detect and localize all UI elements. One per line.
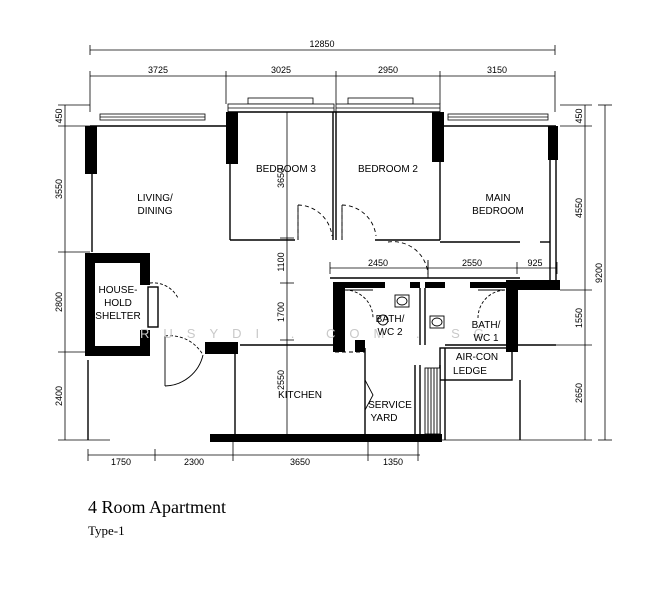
toilet-icon bbox=[429, 315, 445, 329]
room-label-bath2-1: BATH/ bbox=[376, 314, 405, 325]
dim-top-total: 12850 bbox=[309, 39, 334, 49]
walls-thin bbox=[87, 111, 557, 440]
room-label-shelter-1: HOUSE- bbox=[99, 285, 138, 296]
room-label-main-2: BEDROOM bbox=[472, 206, 524, 217]
room-label-aircon-2: LEDGE bbox=[453, 366, 487, 377]
dim-top-3: 2950 bbox=[378, 65, 398, 75]
dim-corridor-c: 925 bbox=[527, 258, 542, 268]
room-label-shelter-2: HOLD bbox=[104, 298, 132, 309]
room-label-bath1-1: BATH/ bbox=[472, 320, 501, 331]
windows bbox=[99, 97, 549, 121]
door-swings bbox=[149, 204, 506, 411]
room-label-bath2-2: WC 2 bbox=[378, 327, 403, 338]
dimension-labels: 12850 3725 3025 2950 3150 1750 2300 3650… bbox=[54, 39, 604, 467]
room-labels: BEDROOM 3 BEDROOM 2 LIVING/ DINING MAIN … bbox=[95, 164, 524, 424]
room-label-living-1: LIVING/ bbox=[137, 193, 173, 204]
dim-corridor-vertical: 1100 bbox=[276, 252, 286, 271]
room-label-shelter-3: SHELTER bbox=[95, 311, 140, 322]
plan-subtitle: Type-1 bbox=[88, 523, 125, 538]
room-label-yard-2: YARD bbox=[370, 413, 397, 424]
dim-right-4: 2650 bbox=[574, 383, 584, 403]
dim-top-1: 3725 bbox=[148, 65, 168, 75]
shower-icon bbox=[377, 314, 389, 326]
dim-mid-vertical: 1700 bbox=[276, 302, 286, 322]
room-label-kitchen: KITCHEN bbox=[278, 390, 322, 401]
dim-bottom-1: 1750 bbox=[111, 457, 131, 467]
room-label-bath1-2: WC 1 bbox=[474, 333, 499, 344]
fixtures bbox=[377, 294, 445, 435]
dim-bottom-2: 2300 bbox=[184, 457, 204, 467]
dim-top-2: 3025 bbox=[271, 65, 291, 75]
dim-left-4: 2400 bbox=[54, 386, 64, 406]
room-label-living-2: DINING bbox=[138, 206, 173, 217]
dim-bed3-vertical: 3650 bbox=[276, 168, 286, 188]
room-label-aircon-1: AIR-CON bbox=[456, 352, 498, 363]
dim-right-2: 4550 bbox=[574, 198, 584, 218]
dim-left-3: 2800 bbox=[54, 292, 64, 312]
plan-title: 4 Room Apartment bbox=[88, 497, 226, 517]
room-label-bedroom-2: BEDROOM 2 bbox=[358, 164, 418, 175]
dim-top-4: 3150 bbox=[487, 65, 507, 75]
dim-bottom-3: 3650 bbox=[290, 457, 310, 467]
air-con-ledge-rail bbox=[424, 367, 441, 435]
dim-right-total: 9200 bbox=[594, 263, 604, 283]
room-label-main-1: MAIN bbox=[486, 193, 511, 204]
watermark: RUSYDI . COM . SG bbox=[140, 326, 498, 341]
room-label-bedroom-3: BEDROOM 3 bbox=[256, 164, 316, 175]
dim-corridor-a: 2450 bbox=[368, 258, 388, 268]
dim-corridor-b: 2550 bbox=[462, 258, 482, 268]
dim-bottom-4: 1350 bbox=[383, 457, 403, 467]
walls-structural bbox=[85, 112, 560, 442]
dim-right-1: 450 bbox=[574, 108, 584, 123]
dim-kitchen-vertical: 2550 bbox=[276, 370, 286, 390]
dim-left-2: 3550 bbox=[54, 179, 64, 199]
dimension-lines bbox=[58, 45, 612, 461]
dim-right-3: 1550 bbox=[574, 308, 584, 328]
dim-left-1: 450 bbox=[54, 108, 64, 123]
room-label-yard-1: SERVICE bbox=[368, 400, 412, 411]
toilet-icon bbox=[394, 294, 410, 308]
